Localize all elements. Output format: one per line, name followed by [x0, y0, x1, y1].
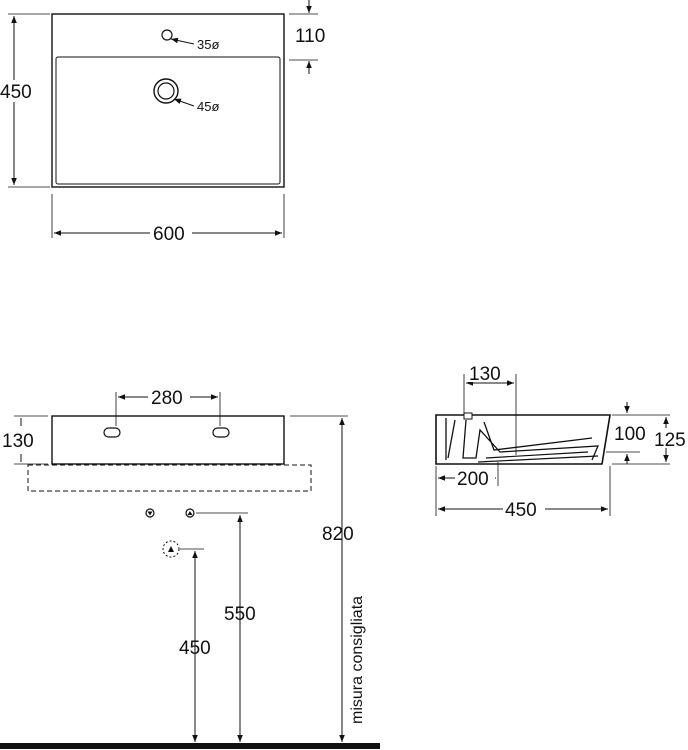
depth-dimension: 450: [0, 82, 32, 103]
hot-supply-icon: [185, 508, 195, 518]
cold-supply-icon: [145, 508, 155, 518]
basin-bowl: [55, 56, 281, 185]
drain-height-dimension: 450: [179, 638, 211, 659]
mount-height-dimension: 820: [322, 524, 354, 545]
top-view: 35ø 45ø 110 450 600: [0, 0, 325, 245]
side-view: 130 100 125 200 450: [435, 364, 688, 521]
side-hole-offset-dimension: 130: [469, 364, 501, 385]
tap-hole-icon: [161, 29, 173, 41]
front-height-dimension: 130: [2, 431, 34, 452]
side-total-height-dimension: 125: [654, 430, 686, 451]
drain-label: 45ø: [197, 99, 219, 114]
offset-dimension: 110: [295, 26, 325, 47]
slot-right-icon: [212, 427, 230, 438]
tap-hole-label: 35ø: [197, 37, 219, 52]
side-inner-depth-dimension: 100: [614, 424, 646, 445]
slot-left-icon: [103, 427, 121, 438]
side-depth-dimension: 450: [505, 500, 537, 521]
drain-outer-icon: [153, 78, 179, 104]
hole-spacing-dimension: 280: [151, 388, 183, 409]
width-dimension: 600: [153, 224, 185, 245]
counter-top: [27, 464, 312, 492]
front-view: 280 130 820 misura consigliata 550 450: [0, 386, 380, 749]
drain-outlet-icon: [162, 540, 180, 558]
supply-height-dimension: 550: [224, 604, 256, 625]
recommended-note: misura consigliata: [349, 596, 366, 724]
side-bottom-offset-dimension: 200: [457, 469, 489, 490]
basin-outline: [51, 13, 285, 188]
basin-front: [51, 415, 285, 465]
basin-section: [435, 414, 611, 465]
floor-line: [0, 743, 380, 749]
drain-inner-icon: [157, 82, 175, 100]
